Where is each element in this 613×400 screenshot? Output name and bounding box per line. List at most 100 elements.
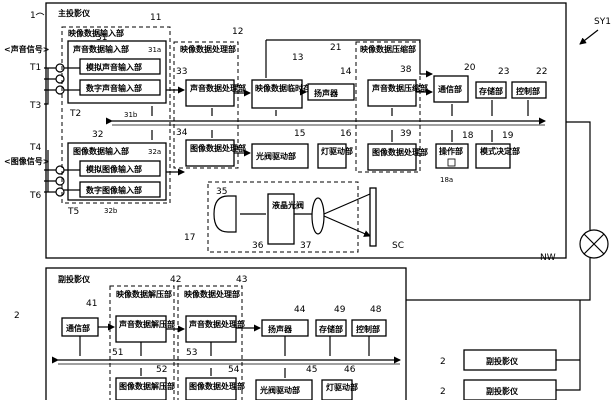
- storage-ref: 23: [498, 67, 509, 77]
- image-digital-label: 数字图像输入部: [86, 185, 142, 195]
- mode-ref: 19: [502, 131, 514, 141]
- audio-digital-block: [79, 79, 161, 96]
- main-ref-leader: [35, 12, 45, 16]
- audio-comp-block: [367, 79, 417, 107]
- operation-label: 操作部: [439, 146, 463, 156]
- image-input-ref-a: 32a: [148, 148, 161, 156]
- optics-ref: 17: [184, 233, 195, 243]
- image-input-label: 图像数据输入部: [73, 146, 129, 156]
- speaker-ref: 14: [340, 67, 352, 77]
- compress-group-ref: 21: [330, 43, 341, 53]
- flow-top-to-comm: [266, 39, 433, 78]
- audio-terminal-connectors: [44, 63, 80, 105]
- processing-group-ref: 12: [232, 27, 243, 37]
- terminal-t4: T4: [29, 143, 41, 153]
- projection-rays: [323, 193, 370, 236]
- sub-projector-2-label: 副投影仪: [486, 356, 519, 366]
- lcd-block: [267, 193, 295, 245]
- sub-proc-group-label: 映像数据处理部: [184, 289, 240, 299]
- optics-group: [207, 181, 359, 253]
- image-proc-ref: 34: [176, 128, 188, 138]
- video-input-label: 映像数据输入部: [68, 28, 124, 38]
- screen-ref: SC: [392, 241, 404, 251]
- audio-comp-ref: 38: [400, 65, 412, 75]
- image-comp-label: 图像数据处理部: [372, 147, 428, 157]
- sub-comm-label: 通信部: [66, 323, 90, 333]
- network-to-sub-line: [580, 258, 591, 301]
- extra-sub-lines: [556, 300, 581, 391]
- lamp-ref: 35: [216, 187, 227, 197]
- temp-storage-ref: 13: [292, 53, 303, 63]
- audio-comp-label: 声音数据压缩部: [371, 83, 428, 93]
- main-to-network-line: [566, 121, 591, 230]
- sub-light-drive-label: 光阀驱动部: [259, 385, 300, 395]
- operation-block: [435, 143, 469, 169]
- audio-digital-label: 数字声音输入部: [86, 83, 142, 93]
- audio-input-ref: 31: [96, 33, 107, 43]
- sub-image-proc-ref: 54: [228, 365, 240, 375]
- image-proc-label: 图像数据处理部: [190, 143, 246, 153]
- sub-storage-block: [315, 319, 347, 337]
- audio-proc-label: 声音数据处理部: [189, 83, 246, 93]
- sub-comm-ref: 41: [86, 299, 97, 309]
- temp-storage-block: [251, 79, 303, 109]
- terminal-t6: T6: [29, 191, 41, 201]
- light-drive-ref: 15: [294, 129, 305, 139]
- sub-audio-decomp-ref: 51: [112, 348, 123, 358]
- sub-projector-3-ref: 2: [440, 387, 446, 397]
- terminal-t3: T3: [29, 101, 41, 111]
- audio-input-ref-a: 31a: [148, 46, 161, 54]
- sub-control-label: 控制部: [356, 324, 380, 334]
- sub-decomp-group-label: 映像数据解压部: [116, 289, 172, 299]
- main-bus-taps: [151, 100, 529, 142]
- image-input-ref: 32: [92, 130, 103, 140]
- network-ref: NW: [540, 253, 556, 263]
- operation-button-icon: [447, 158, 456, 167]
- sub-image-proc-label: 图像数据处理部: [189, 381, 245, 391]
- sub-light-drive-ref: 45: [306, 365, 317, 375]
- sub-audio-proc-ref: 53: [186, 348, 197, 358]
- terminal-t5: T5: [67, 207, 79, 217]
- sub-speaker-ref: 44: [294, 305, 306, 315]
- image-analog-label: 模拟图像输入部: [86, 164, 142, 174]
- control-ref: 22: [536, 67, 547, 77]
- sub-image-decomp-ref: 52: [156, 365, 167, 375]
- image-comp-block: [367, 143, 417, 171]
- image-signal-label: <图像信号>: [4, 156, 49, 166]
- video-input-ref: 11: [150, 13, 161, 23]
- sub-audio-proc-label: 声音数据处理部: [188, 319, 245, 329]
- figure-id: SY1: [594, 17, 611, 27]
- processing-group: [173, 41, 239, 169]
- comm-ref: 20: [464, 63, 476, 73]
- sub-lamp-drive-label: 灯驱动部: [326, 382, 358, 392]
- sub-image-decomp-label: 图像数据解压部: [119, 381, 175, 391]
- sub-image-decomp-block: [115, 377, 167, 400]
- figure-id-arrow: [579, 29, 599, 45]
- lens-ref: 37: [300, 241, 311, 251]
- sub-speaker-label: 扬声器: [268, 324, 293, 334]
- sub-proc-group-ref: 43: [236, 275, 247, 285]
- video-input-group: [61, 26, 171, 204]
- operation-ref: 18: [462, 131, 474, 141]
- image-terminal-connectors: [44, 150, 80, 197]
- sub-control-ref: 48: [370, 305, 382, 315]
- lcd-ref: 36: [252, 241, 264, 251]
- sub-projector-3-label: 副投影仪: [486, 386, 519, 396]
- mode-block: [475, 143, 511, 169]
- storage-label: 存储部: [478, 86, 503, 96]
- lamp-icon: [213, 195, 237, 233]
- network-icon: [579, 229, 609, 259]
- main-ref: 1: [30, 11, 36, 21]
- processing-group-label: 映像数据处理部: [180, 44, 236, 54]
- terminal-t2: T2: [69, 109, 81, 119]
- control-label: 控制部: [516, 86, 540, 96]
- compress-group-label: 映像数据压缩部: [360, 44, 416, 54]
- screen: [369, 187, 377, 247]
- image-comp-ref: 39: [400, 129, 412, 139]
- main-title: 主投影仪: [58, 8, 91, 18]
- sub-decomp-group-ref: 42: [170, 275, 181, 285]
- sub-bus-taps: [79, 336, 370, 378]
- mode-label: 模式决定部: [480, 146, 520, 156]
- lamp-drive-ref: 16: [340, 129, 352, 139]
- storage-block: [475, 81, 507, 99]
